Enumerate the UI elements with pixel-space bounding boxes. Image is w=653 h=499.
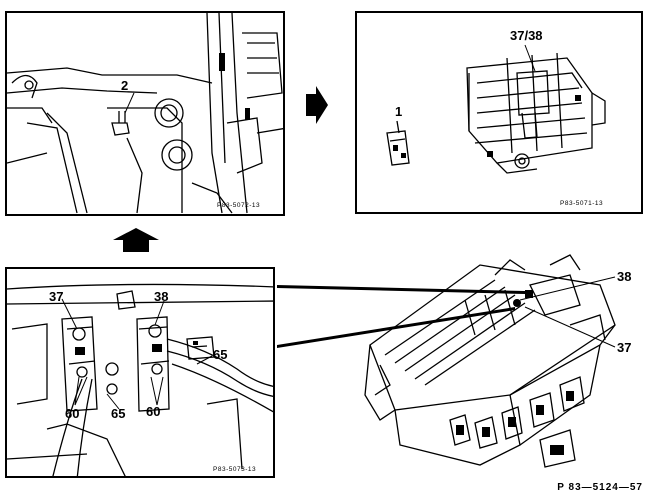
detail-panel-bottom-left: 37 38 65 65 60 60 P83-5073-13 — [5, 267, 275, 478]
callout-1: 1 — [395, 104, 403, 119]
connector-module-drawing — [386, 44, 606, 174]
leader-bar-upper — [277, 285, 525, 294]
callout-60-left: 60 — [65, 406, 80, 421]
arrow-right-icon — [306, 86, 328, 124]
leader-bar-lower — [277, 307, 515, 348]
arrow-up-icon — [113, 228, 159, 252]
relay-connectors-drawing — [7, 283, 273, 476]
figure-code: P83-5071-13 — [560, 200, 604, 207]
callout-2: 2 — [121, 78, 129, 93]
detail-panel-top-right: 37/38 1 P83-5071-13 — [355, 11, 643, 214]
engine-bay-drawing — [7, 13, 283, 214]
figure-code-main: P 83—5124—57 — [557, 482, 643, 493]
control-module-drawing — [277, 254, 616, 468]
callout-38-main: 38 — [617, 269, 632, 284]
figure-code: P83-5073-13 — [213, 466, 257, 473]
callout-60-right: 60 — [146, 404, 161, 419]
callout-37-main: 37 — [617, 340, 632, 355]
callout-65-right: 65 — [213, 347, 228, 362]
callout-65-bottom: 65 — [111, 406, 126, 421]
callout-37: 37 — [49, 289, 64, 304]
figure-code: P83-5072-13 — [217, 202, 261, 209]
callout-37-38: 37/38 — [510, 28, 543, 43]
callout-38: 38 — [154, 289, 169, 304]
detail-panel-top-left: 2 P83-5072-13 — [5, 11, 285, 216]
